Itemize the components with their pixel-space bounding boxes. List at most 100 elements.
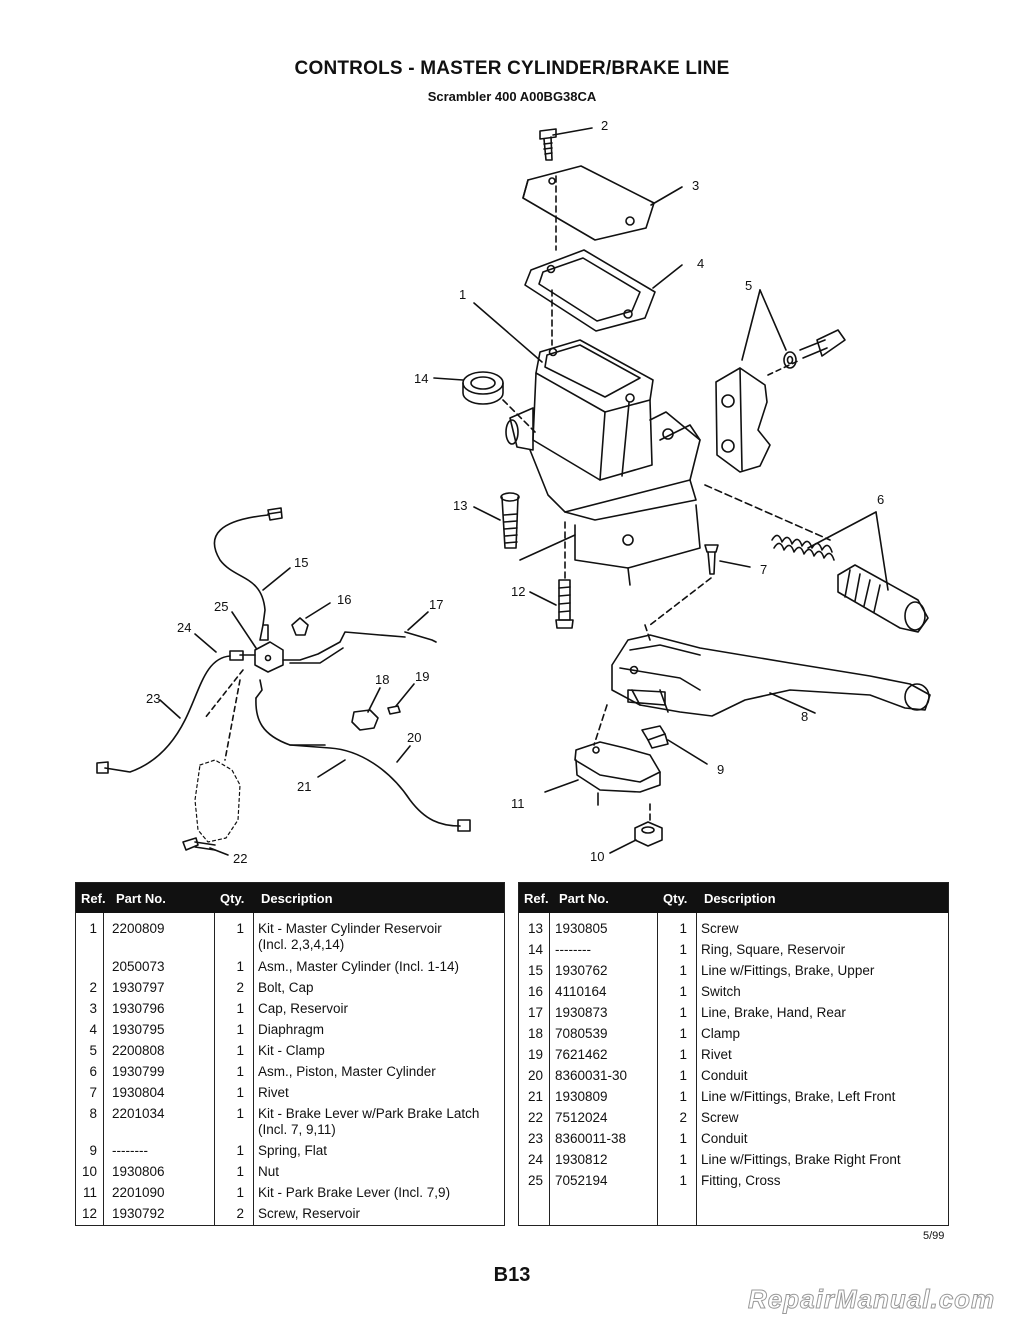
cell-qty: 2 bbox=[679, 1110, 687, 1125]
cell-part-no: 1930762 bbox=[555, 963, 608, 978]
cell-ref: 23 bbox=[527, 1131, 543, 1146]
cell-qty: 1 bbox=[236, 1084, 244, 1100]
cell-part-no: -------- bbox=[112, 1143, 148, 1158]
reservoir-cap-part bbox=[522, 165, 655, 241]
cell-part-no: 1930795 bbox=[112, 1021, 165, 1037]
revision-date: 5/99 bbox=[923, 1230, 945, 1242]
rivet-7-part bbox=[704, 544, 719, 575]
cell-ref: 2 bbox=[89, 979, 97, 995]
callout-4: 4 bbox=[697, 256, 704, 271]
cell-part-no: 2201090 bbox=[112, 1185, 165, 1200]
caliper-sketch bbox=[194, 759, 241, 843]
cell-description: Screw bbox=[701, 921, 739, 936]
cell-ref: 4 bbox=[89, 1021, 97, 1037]
cell-description: Line w/Fittings, Brake, Upper bbox=[701, 963, 875, 978]
cell-ref: 1 bbox=[89, 921, 97, 936]
cell-part-no: 7621462 bbox=[555, 1047, 608, 1062]
cell-qty: 1 bbox=[679, 942, 687, 957]
cell-part-no: 1930805 bbox=[555, 921, 608, 936]
cell-part-no: 1930873 bbox=[555, 1005, 608, 1020]
callout-8: 8 bbox=[801, 709, 808, 724]
watermark: RepairManual.com bbox=[747, 1284, 996, 1315]
callout-2: 2 bbox=[601, 118, 608, 133]
cell-part-no: 1930809 bbox=[555, 1089, 608, 1104]
nut-part bbox=[634, 821, 663, 847]
cell-qty: 1 bbox=[679, 1068, 687, 1083]
left-front-line-part bbox=[255, 679, 471, 832]
cell-description: Kit - Brake Lever w/Park Brake Latch bbox=[258, 1105, 480, 1121]
brake-lever-part bbox=[611, 634, 931, 717]
piston-part bbox=[771, 534, 929, 633]
cell-ref: 13 bbox=[527, 921, 543, 936]
callout-9: 9 bbox=[717, 762, 724, 777]
cell-qty: 1 bbox=[679, 984, 687, 999]
header-part-no: Part No. bbox=[116, 891, 166, 906]
cell-part-no: 1930799 bbox=[112, 1063, 165, 1079]
callout-6: 6 bbox=[877, 492, 884, 507]
cell-ref: 21 bbox=[527, 1089, 543, 1104]
callout-23: 23 bbox=[146, 691, 160, 706]
cell-qty: 1 bbox=[236, 1021, 244, 1037]
cell-ref: 10 bbox=[81, 1164, 97, 1179]
cell-description-cont: (Incl. 7, 9,11) bbox=[258, 1121, 336, 1137]
diaphragm-part bbox=[524, 249, 656, 332]
callout-13: 13 bbox=[453, 498, 467, 513]
callout-11: 11 bbox=[511, 796, 525, 811]
cell-description: Bolt, Cap bbox=[258, 979, 314, 995]
cap-bolt-part bbox=[539, 128, 557, 161]
cell-ref: 5 bbox=[89, 1042, 97, 1058]
cell-description: Nut bbox=[258, 1164, 280, 1179]
cell-description: Spring, Flat bbox=[258, 1143, 328, 1158]
cell-ref: 15 bbox=[527, 963, 543, 978]
cell-qty: 1 bbox=[679, 1152, 687, 1167]
header-ref: Ref. bbox=[524, 891, 549, 906]
header-part-no: Part No. bbox=[559, 891, 609, 906]
cell-ref: 11 bbox=[82, 1185, 97, 1200]
cell-qty: 1 bbox=[236, 1063, 244, 1079]
cell-part-no: 1930806 bbox=[112, 1164, 165, 1179]
cell-qty: 1 bbox=[679, 1173, 687, 1188]
cell-description: Switch bbox=[701, 984, 741, 999]
cell-description: Screw, Reservoir bbox=[258, 1206, 361, 1221]
cell-qty: 1 bbox=[679, 1131, 687, 1146]
cell-qty: 2 bbox=[236, 1206, 244, 1221]
cell-part-no: 1930796 bbox=[112, 1000, 165, 1016]
cell-description: Cap, Reservoir bbox=[258, 1000, 349, 1016]
cell-ref: 24 bbox=[527, 1152, 543, 1167]
clamp-18-part bbox=[351, 709, 379, 731]
cell-description: Line w/Fittings, Brake, Left Front bbox=[701, 1089, 896, 1104]
screw-12-part bbox=[555, 579, 574, 629]
cell-qty: 1 bbox=[679, 963, 687, 978]
cell-part-no: 7080539 bbox=[555, 1026, 608, 1041]
cross-fitting-part bbox=[254, 641, 284, 673]
flat-spring-part bbox=[641, 725, 669, 749]
cell-ref: 16 bbox=[527, 984, 543, 999]
cell-part-no: 2050073 bbox=[112, 958, 165, 974]
cell-description: Kit - Clamp bbox=[258, 1042, 325, 1058]
rivet-19-part bbox=[387, 705, 401, 715]
cell-part-no: 7512024 bbox=[555, 1110, 608, 1125]
cell-ref: 9 bbox=[89, 1143, 97, 1158]
cell-ref: 19 bbox=[527, 1047, 543, 1062]
cell-qty: 1 bbox=[236, 958, 244, 974]
header-ref: Ref. bbox=[81, 891, 106, 906]
cell-part-no: -------- bbox=[555, 942, 591, 957]
page-subtitle: Scrambler 400 A00BG38CA bbox=[427, 89, 597, 104]
cell-description: Kit - Master Cylinder Reservoir bbox=[258, 921, 442, 936]
cell-description: Conduit bbox=[701, 1131, 748, 1146]
callout-16: 16 bbox=[337, 592, 351, 607]
cell-ref: 22 bbox=[527, 1110, 543, 1125]
cell-description: Rivet bbox=[258, 1084, 289, 1100]
callout-labels: 2 3 4 1 5 14 6 13 15 7 12 16 17 25 24 19… bbox=[146, 118, 884, 866]
park-brake-lever-part bbox=[574, 741, 661, 806]
cell-ref: 12 bbox=[81, 1206, 97, 1221]
cell-description: Clamp bbox=[701, 1026, 741, 1041]
cell-description-cont: (Incl. 2,3,4,14) bbox=[258, 937, 345, 952]
page-number: B13 bbox=[493, 1264, 531, 1286]
callout-19: 19 bbox=[415, 669, 429, 684]
cell-qty: 1 bbox=[679, 1005, 687, 1020]
cell-qty: 1 bbox=[236, 1105, 244, 1121]
header-description: Description bbox=[261, 891, 333, 906]
